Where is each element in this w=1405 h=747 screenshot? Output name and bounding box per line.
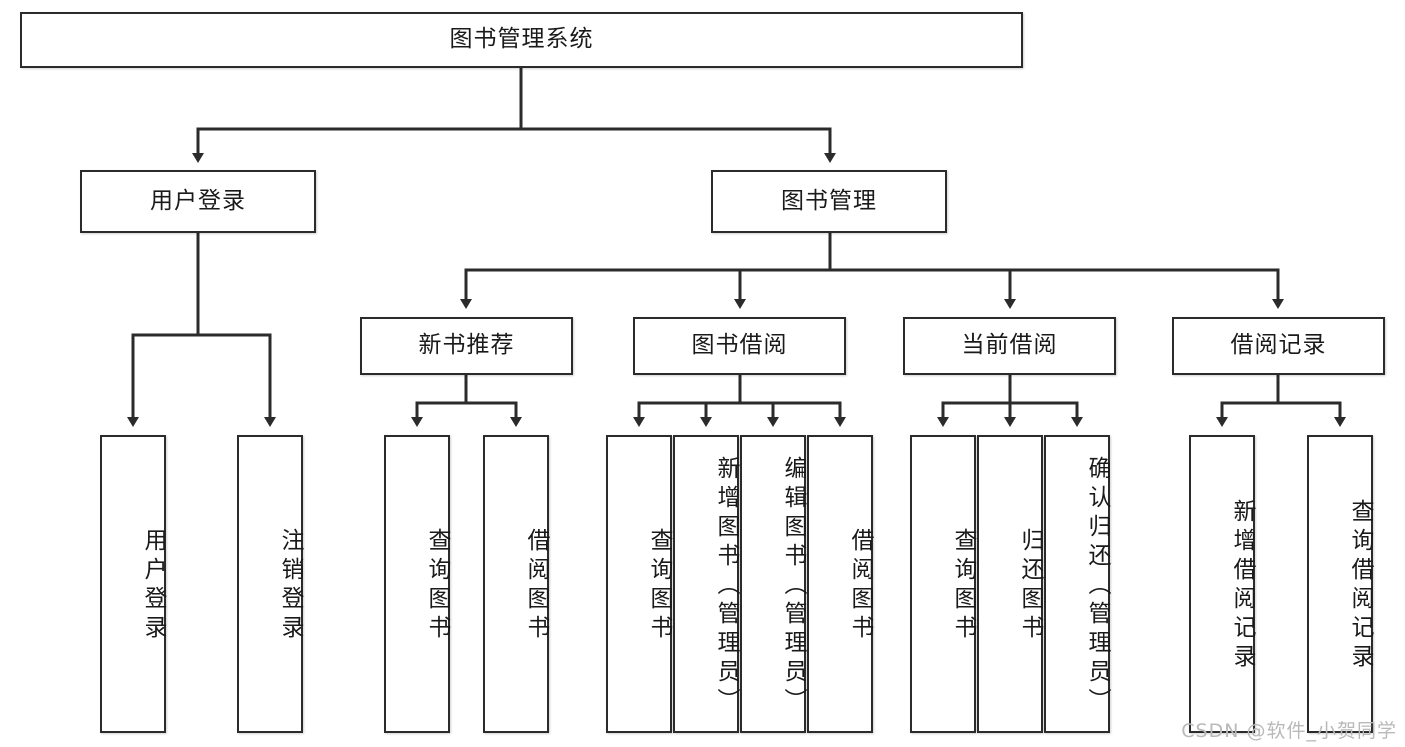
- node-label: 查询图书: [646, 528, 672, 644]
- node-leaf-return-book[interactable]: 归还图书: [977, 435, 1043, 733]
- node-label: 图书管理系统: [449, 26, 594, 53]
- node-label: 归还图书: [1017, 528, 1043, 644]
- node-label: 用户登录: [140, 528, 166, 644]
- node-user-login[interactable]: 用户登录: [80, 170, 316, 233]
- node-leaf-add-borrow-record[interactable]: 新增借阅记录: [1189, 435, 1255, 733]
- node-label: 查询借阅记录: [1347, 499, 1373, 673]
- node-label: 当前借阅: [961, 332, 1058, 359]
- node-label: 编辑图书（管理员）: [780, 455, 806, 717]
- node-label: 新增借阅记录: [1229, 499, 1255, 673]
- node-book-borrow[interactable]: 图书借阅: [633, 317, 846, 375]
- node-leaf-confirm-return-admin[interactable]: 确认归还（管理员）: [1044, 435, 1110, 733]
- node-borrow-record[interactable]: 借阅记录: [1172, 317, 1385, 375]
- node-current-borrow[interactable]: 当前借阅: [903, 317, 1116, 375]
- node-leaf-query-borrow-record[interactable]: 查询借阅记录: [1307, 435, 1373, 733]
- node-label: 查询图书: [424, 528, 450, 644]
- node-label: 查询图书: [950, 528, 976, 644]
- node-label: 借阅图书: [847, 528, 873, 644]
- node-leaf-borrow-book-newbook[interactable]: 借阅图书: [483, 435, 549, 733]
- node-label: 借阅记录: [1230, 332, 1327, 359]
- node-label: 图书借阅: [691, 332, 788, 359]
- node-leaf-user-login[interactable]: 用户登录: [100, 435, 166, 733]
- node-label: 确认归还（管理员）: [1084, 455, 1110, 717]
- node-label: 图书管理: [781, 187, 877, 214]
- node-leaf-borrow-book[interactable]: 借阅图书: [807, 435, 873, 733]
- node-leaf-query-book-current[interactable]: 查询图书: [910, 435, 976, 733]
- node-leaf-add-book-admin[interactable]: 新增图书（管理员）: [673, 435, 739, 733]
- node-book-management[interactable]: 图书管理: [711, 170, 947, 233]
- node-leaf-query-book-newbook[interactable]: 查询图书: [384, 435, 450, 733]
- node-leaf-query-book-borrow[interactable]: 查询图书: [606, 435, 672, 733]
- node-root-book-management-system[interactable]: 图书管理系统: [20, 12, 1023, 68]
- node-label: 借阅图书: [523, 528, 549, 644]
- node-new-book-recommend[interactable]: 新书推荐: [360, 317, 573, 375]
- node-label: 新书推荐: [418, 332, 515, 359]
- node-label: 用户登录: [150, 187, 246, 214]
- node-label: 新增图书（管理员）: [713, 455, 739, 717]
- node-label: 注销登录: [277, 528, 303, 644]
- node-leaf-logout-login[interactable]: 注销登录: [237, 435, 303, 733]
- node-leaf-edit-book-admin[interactable]: 编辑图书（管理员）: [740, 435, 806, 733]
